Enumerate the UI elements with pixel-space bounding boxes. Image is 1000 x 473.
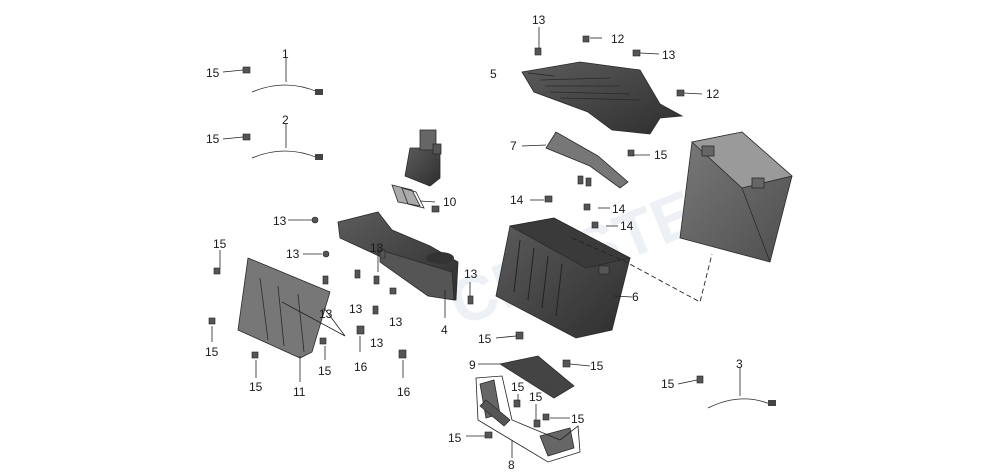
- battery: [679, 131, 793, 263]
- callout-15: 15: [661, 377, 675, 391]
- callout-16: 16: [354, 360, 368, 374]
- callout-13: 13: [389, 315, 403, 329]
- callout-7: 7: [510, 139, 517, 153]
- callout-15: 15: [571, 412, 585, 426]
- bracket-part-8: [475, 375, 581, 463]
- callout-5: 5: [490, 67, 497, 81]
- leader-lines: [211, 27, 741, 458]
- callout-15: 15: [205, 345, 219, 359]
- callout-13: 13: [464, 267, 478, 281]
- callout-13: 13: [532, 13, 546, 27]
- callout-12: 12: [611, 32, 625, 46]
- callout-15: 15: [529, 390, 543, 404]
- callout-1: 1: [282, 47, 289, 61]
- callout-9: 9: [469, 358, 476, 372]
- callout-13: 13: [319, 307, 333, 321]
- callout-15: 15: [213, 237, 227, 251]
- callout-10: 10: [443, 195, 457, 209]
- callout-6: 6: [632, 290, 639, 304]
- callout-4: 4: [441, 323, 448, 337]
- cable-part-2: [251, 150, 323, 160]
- callout-2: 2: [282, 113, 289, 127]
- callout-15: 15: [249, 380, 263, 394]
- callout-15: 15: [654, 148, 668, 162]
- callout-11: 11: [293, 385, 306, 399]
- battery-box-part-6: [495, 217, 632, 339]
- callout-14: 14: [510, 193, 524, 207]
- callout-15: 15: [511, 380, 525, 394]
- callout-13: 13: [286, 247, 300, 261]
- callout-15: 15: [206, 132, 220, 146]
- cable-part-1: [251, 84, 323, 95]
- hardware: [208, 35, 704, 439]
- callout-15: 15: [318, 364, 332, 378]
- callout-13: 13: [370, 336, 384, 350]
- cover-part-5: [521, 61, 684, 135]
- tray-part-4: [337, 211, 459, 301]
- callout-3: 3: [736, 357, 743, 371]
- cable-part-3: [707, 398, 776, 409]
- callout-16: 16: [397, 385, 411, 399]
- callout-15: 15: [478, 332, 492, 346]
- callout-14: 14: [612, 202, 626, 216]
- callout-15: 15: [448, 431, 462, 445]
- callout-13: 13: [273, 214, 287, 228]
- bracket-part-7: [545, 131, 629, 189]
- plate-part-11: [237, 257, 331, 359]
- callout-15: 15: [206, 66, 220, 80]
- callout-12: 12: [706, 87, 720, 101]
- callout-labels: 1 15 2 15 3 15 4 5 6 7 8 9 10 11 12 12 1…: [205, 13, 743, 472]
- callout-14: 14: [620, 219, 634, 233]
- relay-part-10: [391, 129, 442, 209]
- callout-15: 15: [590, 359, 604, 373]
- callout-13: 13: [349, 302, 363, 316]
- callout-13: 13: [662, 48, 676, 62]
- strap-part-9: [498, 355, 575, 399]
- callout-13: 13: [370, 241, 384, 255]
- callout-8: 8: [508, 458, 515, 472]
